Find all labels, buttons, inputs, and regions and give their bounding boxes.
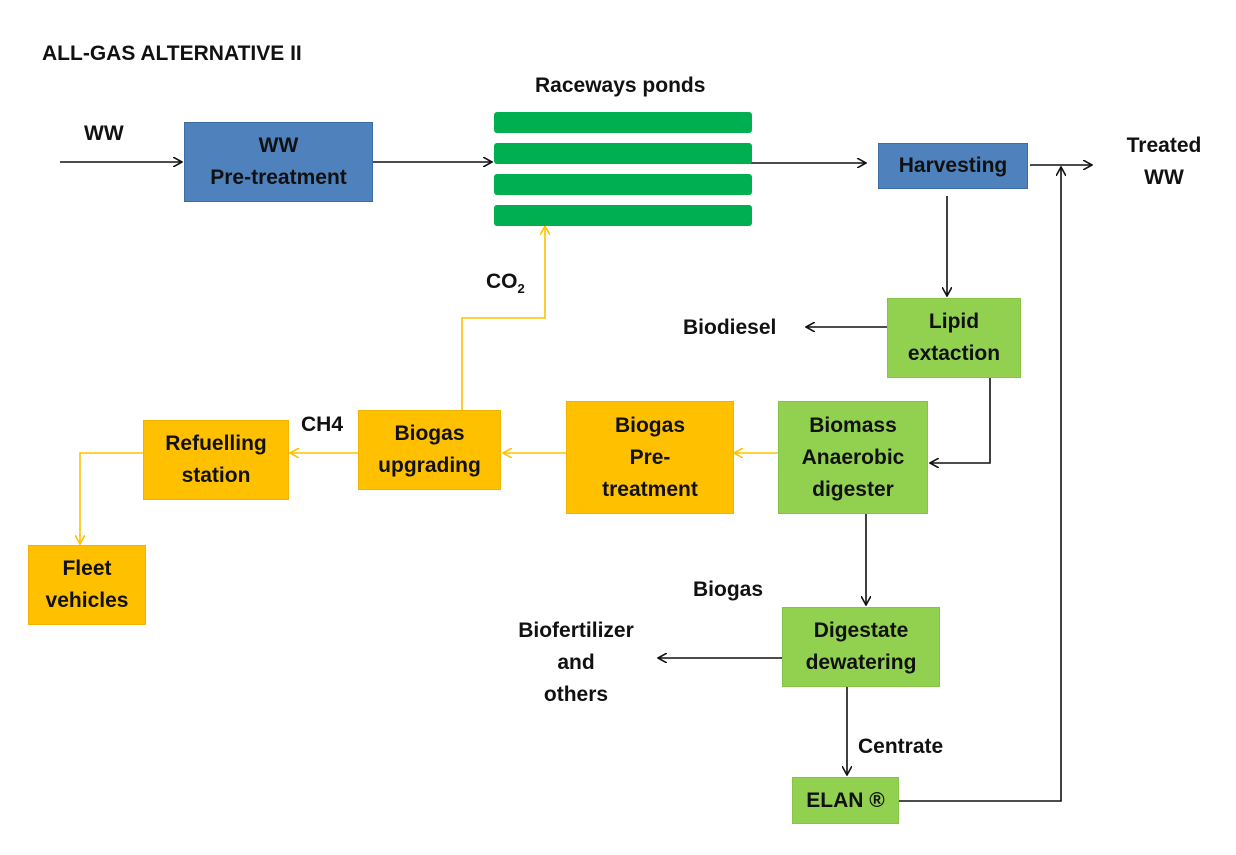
arrow-refuelling-to-fleet bbox=[80, 452, 143, 544]
node-line: extaction bbox=[907, 342, 1001, 365]
node-line: Biogas bbox=[614, 413, 685, 437]
node-line: ELAN ® bbox=[806, 788, 885, 812]
raceway-pond bbox=[494, 143, 752, 164]
ch4-label: CH4 bbox=[301, 413, 344, 436]
refuelling-station-node: Refuelling station bbox=[143, 420, 289, 500]
node-line: Digestate bbox=[813, 619, 909, 642]
treated-line: Treated bbox=[1126, 134, 1202, 157]
node-line: Pre- bbox=[629, 445, 671, 469]
biofertilizer-line: Biofertilizer bbox=[518, 619, 634, 642]
node-line: treatment bbox=[602, 477, 698, 501]
fleet-vehicles-node: Fleet vehicles bbox=[28, 545, 146, 625]
elan-node: ELAN ® bbox=[792, 777, 899, 824]
treated-ww-label: Treated WW bbox=[1112, 130, 1216, 194]
raceway-pond bbox=[494, 205, 752, 226]
biofertilizer-line: and bbox=[557, 651, 595, 674]
lipid-extraction-node: Lipid extaction bbox=[887, 298, 1021, 378]
ww-pretreatment-node: WW Pre-treatment bbox=[184, 122, 373, 202]
node-line: station bbox=[181, 464, 251, 487]
node-line: Pre-treatment bbox=[210, 166, 347, 189]
node-line: WW bbox=[258, 134, 299, 157]
node-line: vehicles bbox=[45, 589, 129, 612]
co2-subscript: 2 bbox=[517, 281, 525, 297]
biofertilizer-label: Biofertilizer and others bbox=[500, 615, 652, 711]
co2-label: CO2 bbox=[486, 266, 525, 298]
node-line: upgrading bbox=[378, 454, 481, 477]
centrate-label: Centrate bbox=[858, 735, 944, 758]
biogas-upgrading-node: Biogas upgrading bbox=[358, 410, 501, 490]
node-line: Lipid bbox=[928, 310, 980, 333]
node-line: Biogas bbox=[394, 422, 465, 445]
node-line: digester bbox=[812, 477, 894, 501]
anaerobic-digester-node: Biomass Anaerobic digester bbox=[778, 401, 928, 514]
co2-main: CO bbox=[486, 270, 518, 293]
raceway-pond bbox=[494, 112, 752, 133]
ww-input-label: WW bbox=[84, 122, 124, 145]
biogas-pretreatment-node: Biogas Pre- treatment bbox=[566, 401, 734, 514]
raceways-label: Raceways ponds bbox=[535, 74, 706, 97]
node-line: dewatering bbox=[805, 651, 917, 674]
node-line: Fleet bbox=[62, 557, 112, 580]
biogas-label: Biogas bbox=[693, 578, 764, 601]
digestate-dewatering-node: Digestate dewatering bbox=[782, 607, 940, 687]
diagram-title: ALL-GAS ALTERNATIVE II bbox=[42, 42, 302, 65]
biodiesel-label: Biodiesel bbox=[683, 316, 777, 339]
treated-line: WW bbox=[1144, 166, 1184, 189]
harvesting-node: Harvesting bbox=[878, 143, 1028, 189]
node-line: Harvesting bbox=[898, 154, 1008, 177]
node-line: Anaerobic bbox=[801, 445, 905, 469]
biofertilizer-line: others bbox=[543, 683, 609, 706]
arrow-elan-to-treated bbox=[899, 167, 1061, 802]
arrow-lipid-to-digester bbox=[930, 378, 991, 463]
arrow-upgrading-to-ponds-co2 bbox=[461, 226, 545, 410]
node-line: Refuelling bbox=[165, 432, 267, 455]
node-line: Biomass bbox=[809, 413, 897, 437]
raceway-pond bbox=[494, 174, 752, 195]
